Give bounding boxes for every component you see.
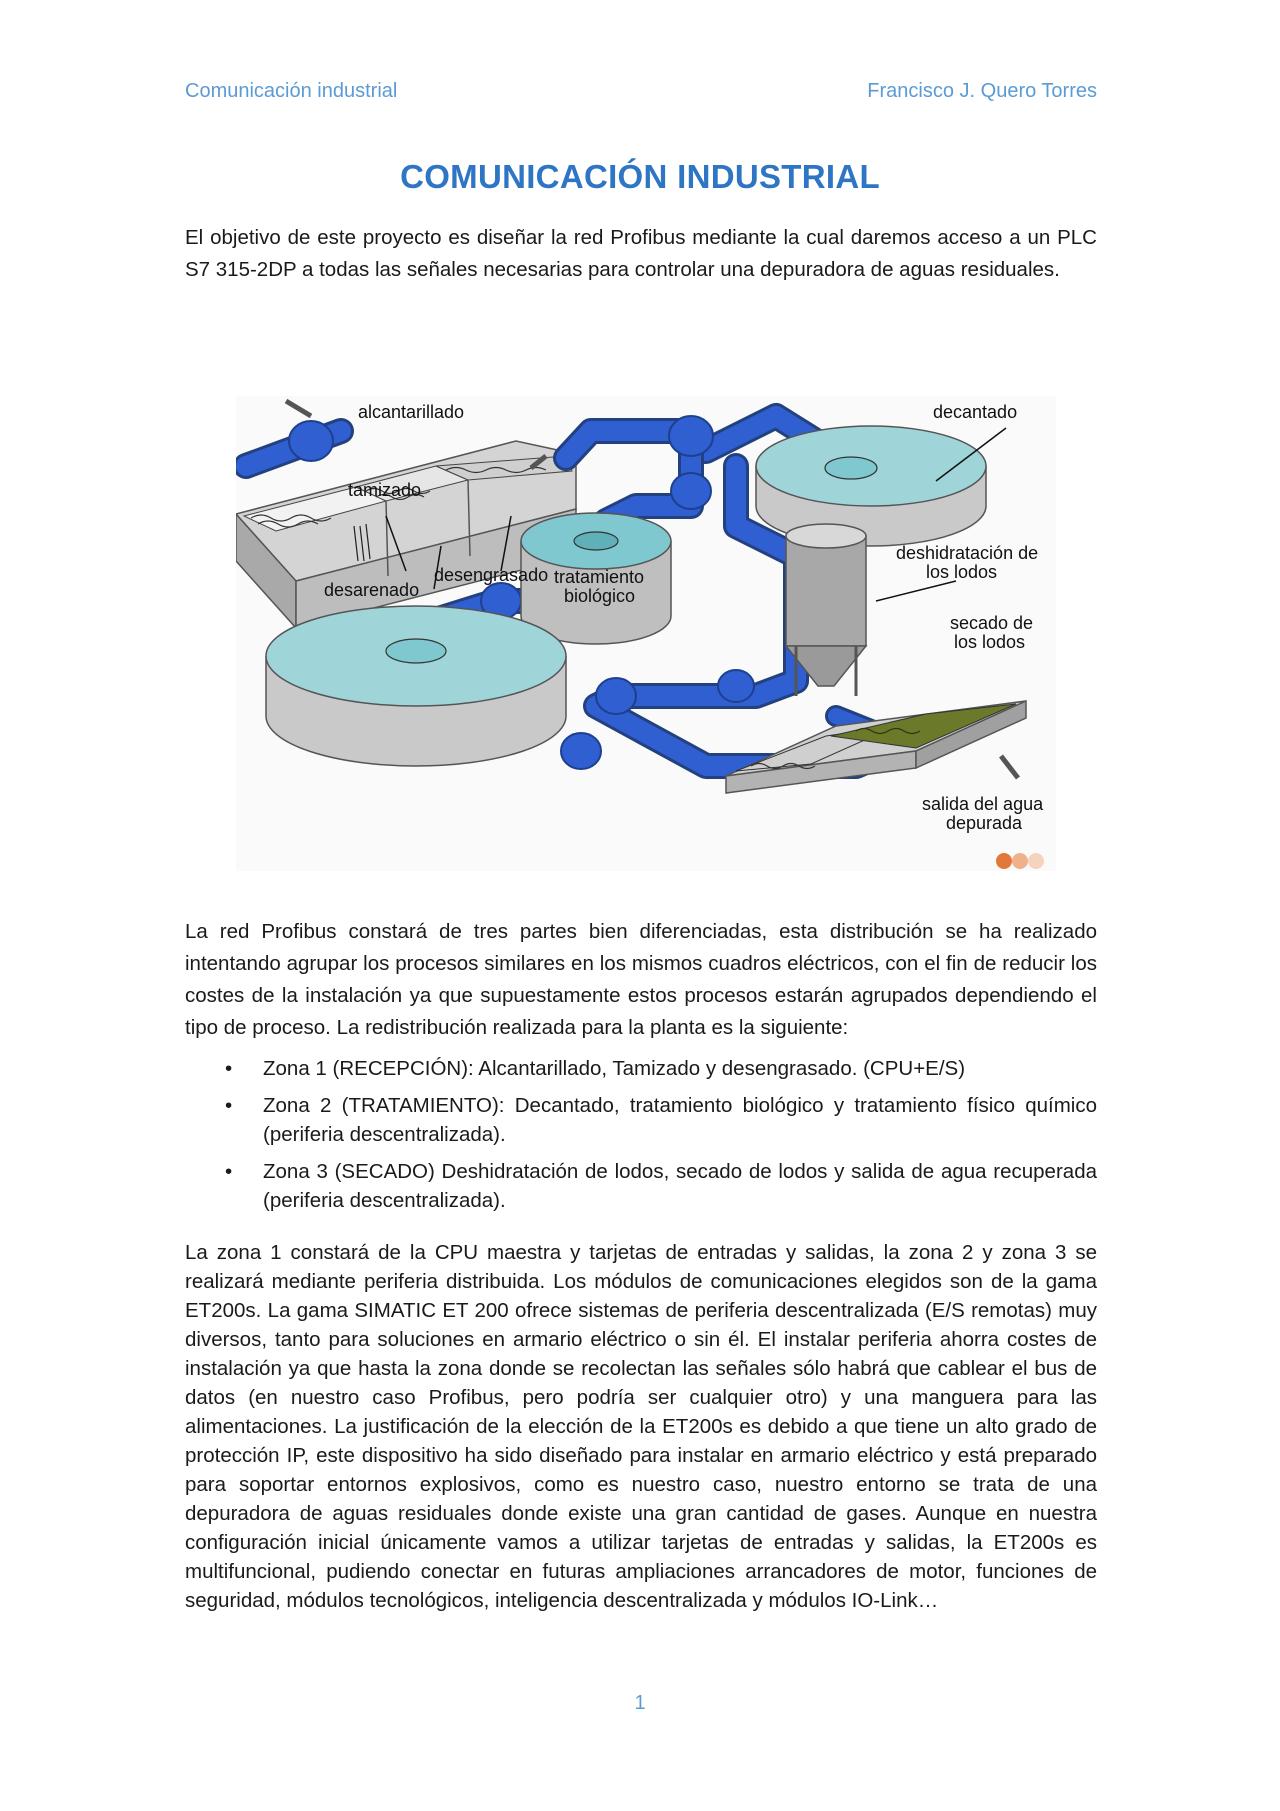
bullet-icon: • [225,1094,233,1117]
label-desengrasado: desengrasado [434,565,548,585]
plant-diagram: alcantarillado tamizado desarenado desen… [233,396,1056,871]
label-alcantarillado: alcantarillado [358,402,464,422]
label-decantado: decantado [933,402,1017,422]
bullet-icon: • [225,1057,233,1080]
label-salida-1: salida del agua [922,794,1044,814]
page-title: COMUNICACIÓN INDUSTRIAL [400,158,880,195]
list-item: •Zona 3 (SECADO) Deshidratación de lodos… [185,1157,1097,1215]
label-deshidratacion-2: los lodos [926,562,997,582]
label-secado-2: los lodos [954,632,1025,652]
header-right: Francisco J. Quero Torres [867,80,1097,102]
dehydration-silo [784,523,868,696]
bullet-icon: • [225,1160,233,1183]
plant-diagram-svg: alcantarillado tamizado desarenado desen… [233,398,1044,869]
label-tratamiento-1: tratamiento [554,567,644,587]
list-item: •Zona 1 (RECEPCIÓN): Alcantarillado, Tam… [185,1054,1097,1083]
profibus-paragraph: La red Profibus constará de tres partes … [185,920,1097,1039]
label-tamizado: tamizado [348,480,421,500]
label-leaders [385,427,1007,602]
valves [288,415,755,770]
et200s-paragraph: La zona 1 constará de la CPU maestra y t… [185,1241,1097,1612]
decanter-bottom [265,605,567,767]
biological-tank [520,512,672,645]
label-desarenado: desarenado [324,580,419,600]
page-number: 1 [634,1692,646,1714]
label-deshidratacion-1: deshidratación de [896,543,1038,563]
reception-channel [234,440,577,630]
drying-beds [725,699,1027,794]
label-tratamiento-2: biológico [564,586,635,606]
list-item: •Zona 2 (TRATAMIENTO): Decantado, tratam… [185,1091,1097,1149]
decorative-dots [996,853,1044,869]
flow-arrows [284,398,1020,780]
label-secado-1: secado de [950,613,1033,633]
intro-paragraph: El objetivo de este proyecto es diseñar … [185,226,1097,281]
header-left: Comunicación industrial [185,80,398,102]
decanter-top [755,425,987,547]
label-salida-2: depurada [946,813,1023,833]
zones-list: •Zona 1 (RECEPCIÓN): Alcantarillado, Tam… [185,1054,1097,1223]
